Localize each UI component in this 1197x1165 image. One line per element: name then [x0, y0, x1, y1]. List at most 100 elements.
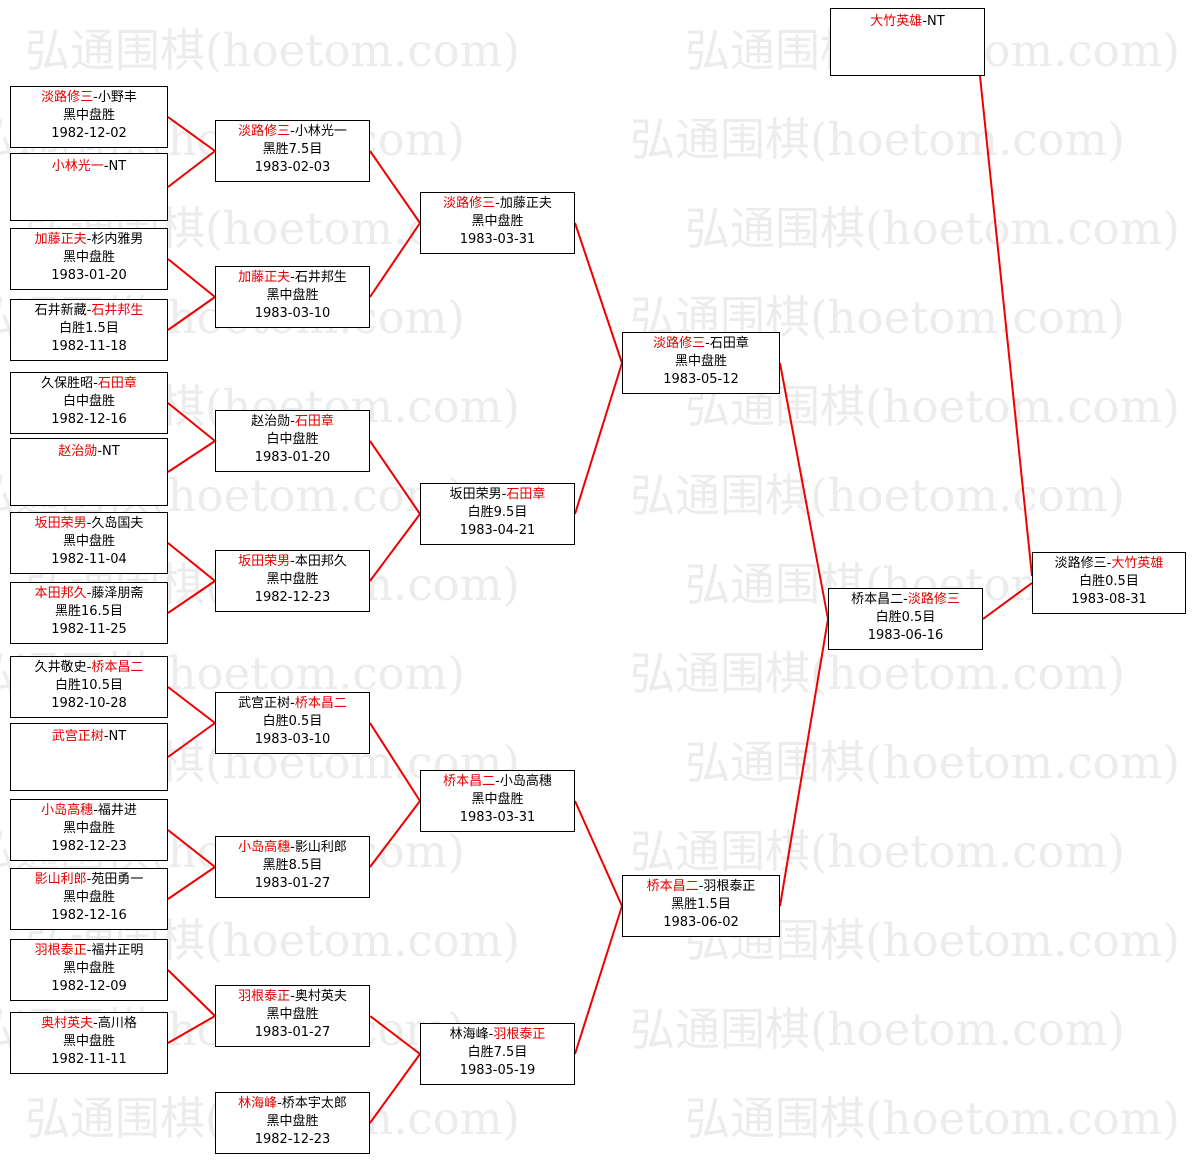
result-line: 白胜10.5目 — [55, 678, 123, 693]
date-line: 1982-12-16 — [51, 908, 127, 923]
result-line: 白胜1.5目 — [59, 321, 119, 336]
connector-line — [369, 1053, 421, 1124]
watermark-text: 弘通围棋(hoetom.com) — [630, 1003, 1125, 1056]
date-line: 1982-10-28 — [51, 696, 127, 711]
connector-line — [369, 150, 421, 224]
player-left: 小岛高穗 — [238, 840, 291, 855]
player-right: 羽根泰正 — [493, 1027, 546, 1042]
result-line: 黑胜8.5目 — [262, 858, 323, 873]
players-line: 奥村英夫-高川格 — [11, 1015, 167, 1033]
dash: - — [290, 696, 295, 711]
match-box-r3-2: 坂田荣男-石田章 白胜9.5目 1983-04-21 — [420, 483, 575, 545]
connector-line — [167, 866, 216, 900]
players-line: 桥本昌二-羽根泰正 — [623, 878, 779, 896]
player-right: 苑田勇一 — [91, 872, 144, 887]
connector-line — [574, 222, 623, 364]
result-line: 黑中盘胜 — [471, 214, 524, 229]
player-left: 淡路修三 — [443, 196, 496, 211]
match-box-r1-5: 久保胜昭-石田章 白中盘胜 1982-12-16 — [10, 372, 168, 434]
players-line: 石井新藏-石井邦生 — [11, 302, 167, 320]
player-left: 加藤正夫 — [34, 232, 87, 247]
player-right: 石田章 — [506, 487, 546, 502]
result-line: 黑中盘胜 — [266, 1114, 319, 1129]
watermark-text: 弘通围棋(hoetom.com) — [685, 202, 1180, 255]
players-line: 久井敬史-桥本昌二 — [11, 659, 167, 677]
player-left: 桥本昌二 — [851, 592, 904, 607]
result-line: 黑中盘胜 — [674, 354, 727, 369]
result-line: 白胜0.5目 — [1079, 574, 1139, 589]
match-box-r2-5: 武宫正树-桥本昌二 白胜0.5目 1983-03-10 — [215, 692, 370, 754]
result-line: 黑胜1.5目 — [671, 897, 731, 912]
player-left: 林海峰 — [449, 1027, 489, 1042]
result-line: 黑中盘胜 — [266, 1007, 319, 1022]
result-line: 黑中盘胜 — [471, 792, 524, 807]
result-line: 黑胜16.5目 — [55, 604, 123, 619]
dash: - — [698, 879, 704, 894]
player-left: 赵治勋 — [58, 444, 98, 459]
match-box-final: 淡路修三-大竹英雄 白胜0.5目 1983-08-31 — [1032, 552, 1186, 614]
match-box-r4-1: 淡路修三-石田章 黑中盘胜 1983-05-12 — [622, 332, 780, 394]
player-left: 坂田荣男 — [34, 516, 87, 531]
match-box-r1-6: 赵治勋-NT — [10, 438, 168, 506]
players-line: 淡路修三-小野丰 — [11, 89, 167, 107]
date-line: 1983-01-27 — [254, 1025, 331, 1040]
connector-line — [167, 722, 216, 758]
player-left: 淡路修三 — [1054, 556, 1107, 571]
player-left: 大竹英雄 — [870, 14, 923, 29]
player-right: 藤泽朋斋 — [91, 586, 144, 601]
connector-line — [779, 618, 829, 907]
result-line: 黑中盘胜 — [62, 890, 115, 905]
match-box-r3-1: 淡路修三-加藤正夫 黑中盘胜 1983-03-31 — [420, 192, 575, 254]
dash: - — [922, 14, 928, 29]
players-line: 羽根泰正-奥村英夫 — [216, 988, 369, 1006]
player-right: 羽根泰正 — [703, 879, 756, 894]
players-line: 淡路修三-小林光一 — [216, 123, 369, 141]
player-right: 福井进 — [97, 803, 137, 818]
match-box-r1-2: 小林光一-NT — [10, 153, 168, 221]
player-right: 杉内雅男 — [91, 232, 144, 247]
match-box-r1-12: 影山利郎-苑田勇一 黑中盘胜 1982-12-16 — [10, 868, 168, 930]
date-line: 1982-11-04 — [51, 552, 127, 567]
watermark-text: 弘通围棋(hoetom.com) — [25, 24, 520, 77]
player-left: 武宫正树 — [51, 729, 104, 744]
player-right: 加藤正夫 — [499, 196, 552, 211]
dash: - — [86, 232, 92, 247]
dash: - — [903, 592, 908, 607]
player-left: 影山利郎 — [34, 872, 87, 887]
dash: - — [277, 1096, 282, 1111]
date-line: 1983-01-20 — [51, 268, 127, 283]
players-line: 大竹英雄-NT — [831, 13, 984, 31]
connector-line — [574, 362, 623, 515]
dash: - — [705, 336, 710, 351]
match-box-r2-7: 羽根泰正-奥村英夫 黑中盘胜 1983-01-27 — [215, 985, 370, 1047]
match-box-r2-3: 赵治勋-石田章 白中盘胜 1983-01-20 — [215, 410, 370, 472]
player-right: 石田章 — [709, 336, 749, 351]
player-right: NT — [927, 14, 945, 29]
players-line: 淡路修三-加藤正夫 — [421, 195, 574, 213]
connector-line — [167, 440, 216, 473]
match-box-r2-4: 坂田荣男-本田邦久 黑中盘胜 1982-12-23 — [215, 550, 370, 612]
date-line: 1982-11-18 — [51, 339, 127, 354]
player-right: 福井正明 — [91, 943, 144, 958]
player-left: 小岛高穗 — [41, 803, 94, 818]
dash: - — [93, 1016, 98, 1031]
date-line: 1982-12-02 — [51, 126, 127, 141]
dash: - — [93, 90, 98, 105]
player-left: 淡路修三 — [41, 90, 94, 105]
player-right: 本田邦久 — [294, 554, 347, 569]
dash: - — [290, 124, 295, 139]
connector-line — [167, 1015, 216, 1044]
connector-line — [167, 150, 216, 188]
player-right: 大竹英雄 — [1111, 556, 1164, 571]
player-right: 石井邦生 — [91, 303, 144, 318]
connector-line — [167, 116, 216, 152]
match-box-r2-1: 淡路修三-小林光一 黑胜7.5目 1983-02-03 — [215, 120, 370, 182]
dash: - — [488, 1027, 494, 1042]
player-right: NT — [108, 159, 127, 174]
match-box-r1-13: 羽根泰正-福井正明 黑中盘胜 1982-12-09 — [10, 939, 168, 1001]
player-left: 久保胜昭 — [41, 376, 94, 391]
player-left: 加藤正夫 — [238, 270, 291, 285]
dash: - — [86, 872, 92, 887]
match-box-r3-4: 林海峰-羽根泰正 白胜7.5目 1983-05-19 — [420, 1023, 575, 1085]
dash: - — [495, 774, 500, 789]
